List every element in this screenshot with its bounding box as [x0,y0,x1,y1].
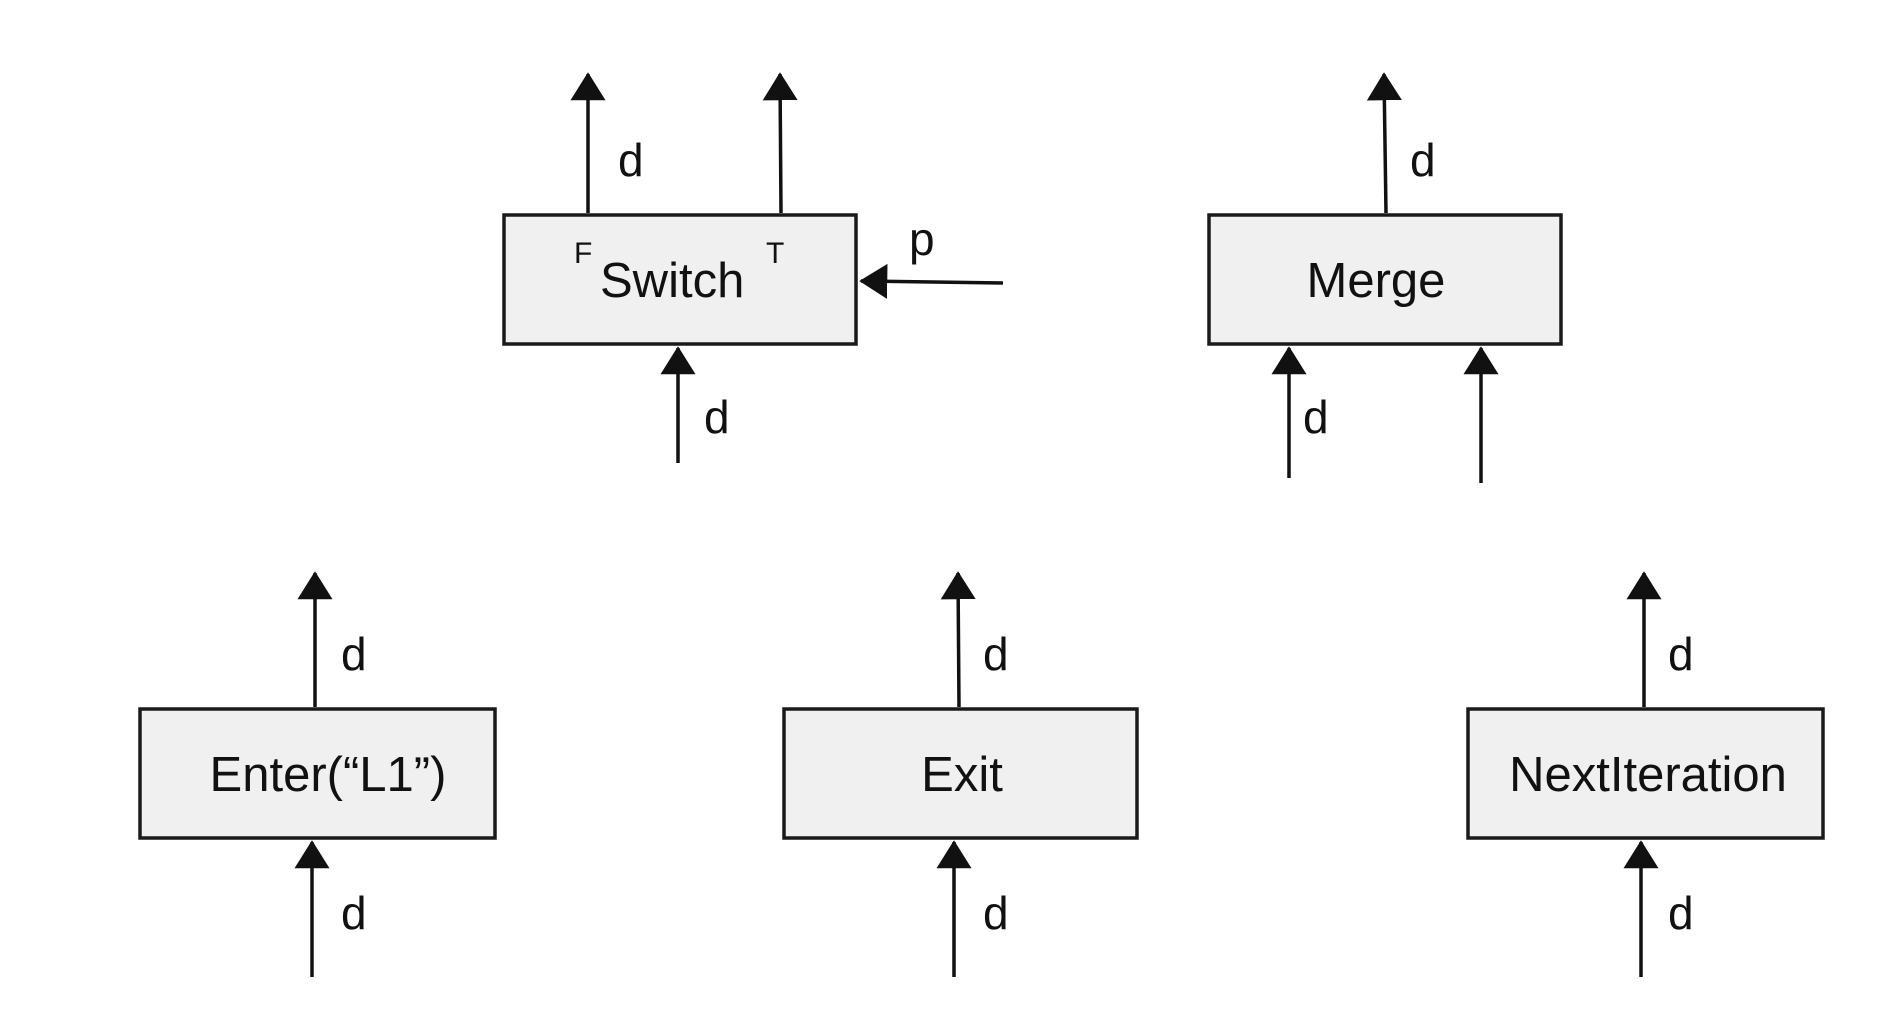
merge-label: Merge [1307,254,1446,308]
switch-input-predicate-label: p [909,213,935,265]
enter-label: Enter(“L1”) [210,748,447,802]
merge-output-arrow [1366,72,1402,214]
next-iteration-box[interactable] [1466,707,1825,840]
exit-node[interactable]: Exit [782,707,1139,840]
switch-node[interactable]: Switch F T [502,213,858,346]
switch-port-false-label: F [574,237,592,270]
switch-input-data-label: d [704,391,730,443]
merge-input-left-label: d [1303,391,1329,443]
next-iteration-output-label: d [1668,628,1694,680]
next-iteration-label: NextIteration [1509,748,1787,802]
switch-box[interactable] [502,213,858,346]
switch-port-true-label: T [766,237,784,270]
switch-input-predicate-arrow [859,263,1004,299]
exit-output-arrow [940,571,976,708]
enter-output-label: d [341,628,367,680]
exit-label: Exit [921,748,1003,802]
merge-box[interactable] [1207,213,1563,346]
enter-node[interactable]: Enter(“L1”) [138,707,497,840]
merge-node[interactable]: Merge [1207,213,1563,346]
merge-output-label: d [1410,134,1436,186]
exit-box[interactable] [782,707,1139,840]
exit-input-label: d [983,887,1009,939]
enter-input-label: d [341,887,367,939]
switch-label: Switch [600,254,744,308]
switch-output-true-arrow [762,72,798,214]
enter-box[interactable] [138,707,497,840]
next-iteration-input-label: d [1668,887,1694,939]
switch-output-false-label: d [618,134,644,186]
next-iteration-node[interactable]: NextIteration [1466,707,1825,840]
exit-output-label: d [983,628,1009,680]
